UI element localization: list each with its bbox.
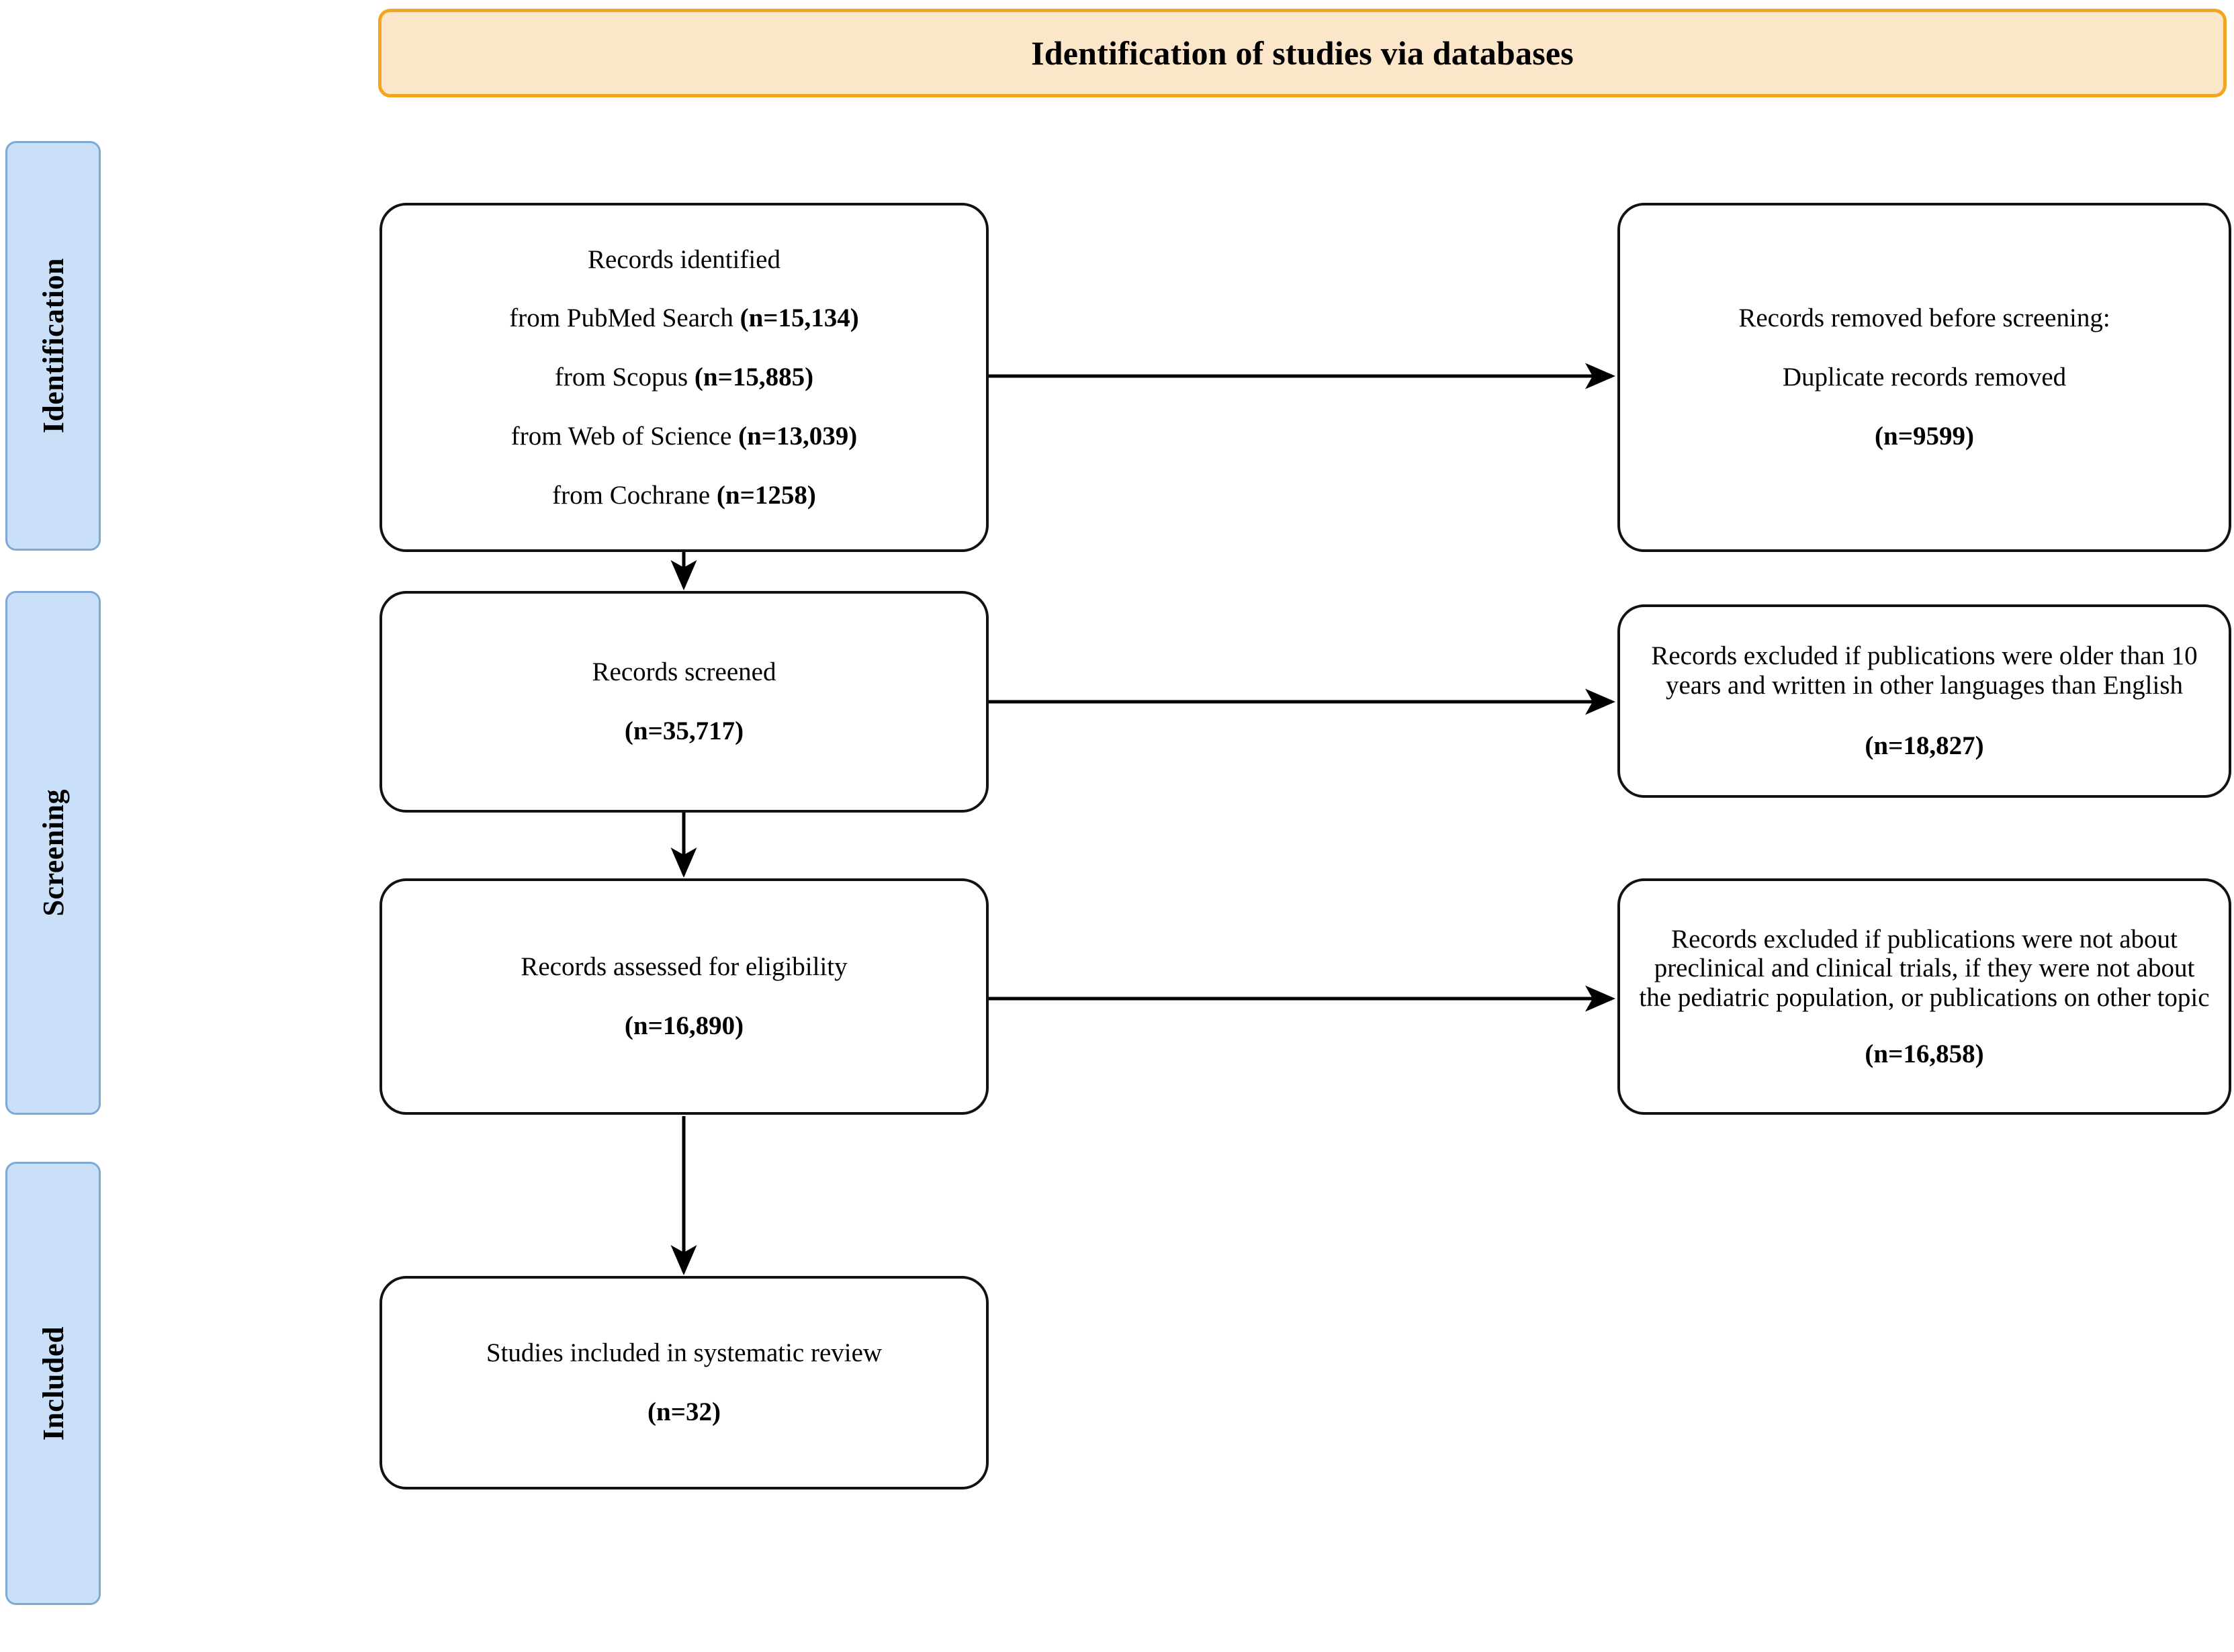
studies-included-label: Studies included in systematic review [486, 1338, 883, 1368]
source-count-scopus: (n=15,885) [694, 363, 814, 392]
records-identified-source-wos: from Web of Science (n=13,039) [400, 422, 969, 451]
stage-label-identification: Identification [5, 141, 101, 551]
source-label-pubmed: from PubMed Search [509, 304, 740, 333]
box-records-excluded-age-language: Records excluded if publications were ol… [1617, 604, 2231, 798]
records-eligibility-label: Records assessed for eligibility [521, 952, 848, 982]
diagram-header-banner: Identification of studies via databases [378, 9, 2227, 97]
records-removed-line2: Duplicate records removed [1782, 363, 2067, 392]
records-removed-line1: Records removed before screening: [1738, 304, 2110, 333]
records-identified-source-pubmed: from PubMed Search (n=15,134) [400, 304, 969, 333]
records-excluded-1-count: (n=18,827) [1865, 731, 1984, 760]
box-records-identified: Records identified from PubMed Search (n… [379, 203, 989, 552]
source-count-pubmed: (n=15,134) [740, 304, 859, 333]
stage-label-screening: Screening [5, 591, 101, 1115]
stage-label-included: Included [5, 1162, 101, 1605]
records-screened-count: (n=35,717) [624, 717, 744, 745]
box-studies-included: Studies included in systematic review (n… [379, 1276, 989, 1489]
records-screened-label: Records screened [592, 657, 776, 687]
box-records-excluded-topic-population: Records excluded if publications were no… [1617, 878, 2231, 1115]
source-label-wos: from Web of Science [510, 421, 739, 451]
records-identified-heading: Records identified [588, 244, 780, 274]
source-label-cochrane: from Cochrane [552, 480, 717, 510]
records-identified-source-scopus: from Scopus (n=15,885) [400, 363, 969, 392]
box-records-screened: Records screened (n=35,717) [379, 591, 989, 813]
records-removed-count: (n=9599) [1875, 421, 1974, 451]
studies-included-count: (n=32) [647, 1397, 721, 1426]
records-excluded-1-text: Records excluded if publications were ol… [1651, 641, 2198, 700]
records-eligibility-count: (n=16,890) [624, 1011, 744, 1040]
box-records-removed: Records removed before screening: Duplic… [1617, 203, 2231, 552]
stage-label-screening-text: Screening [36, 789, 70, 917]
source-count-cochrane: (n=1258) [716, 480, 816, 510]
records-identified-source-cochrane: from Cochrane (n=1258) [400, 481, 969, 510]
source-label-scopus: from Scopus [554, 363, 695, 392]
records-excluded-2-text: Records excluded if publications were no… [1639, 924, 2210, 1012]
stage-label-included-text: Included [36, 1326, 70, 1441]
records-excluded-2-count: (n=16,858) [1865, 1039, 1984, 1068]
diagram-title: Identification of studies via databases [1031, 34, 1574, 72]
source-count-wos: (n=13,039) [738, 421, 858, 451]
box-records-assessed-eligibility: Records assessed for eligibility (n=16,8… [379, 878, 989, 1115]
stage-label-identification-text: Identification [36, 258, 70, 434]
